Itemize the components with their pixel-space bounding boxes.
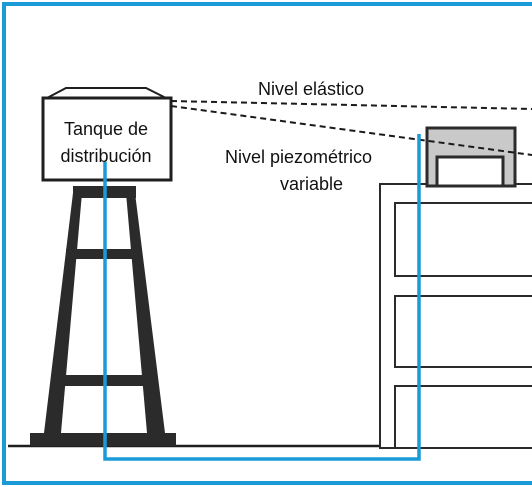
building-floor-lower <box>394 385 532 449</box>
tank-label: Tanque de distribución <box>44 116 168 170</box>
piezometric-level-label-line1: Nivel piezométrico <box>225 147 373 167</box>
elastic-level-label: Nivel elástico <box>258 79 365 99</box>
supply-pipe <box>103 134 421 461</box>
elastic-level-line <box>170 100 532 110</box>
tower-leg-right <box>126 193 165 433</box>
roof-tank <box>425 126 517 188</box>
tank-label-line1: Tanque de <box>63 119 149 139</box>
tower-leg-left <box>44 193 82 433</box>
tank-label-line2: distribución <box>60 146 152 166</box>
building <box>379 183 532 449</box>
piezometric-level-line <box>170 105 532 156</box>
piezometric-level-label-line2: variable <box>280 174 344 194</box>
tower-base <box>30 433 176 446</box>
building-floor-middle <box>394 295 532 368</box>
building-floor-upper <box>394 202 532 277</box>
distribution-tank <box>41 96 173 182</box>
